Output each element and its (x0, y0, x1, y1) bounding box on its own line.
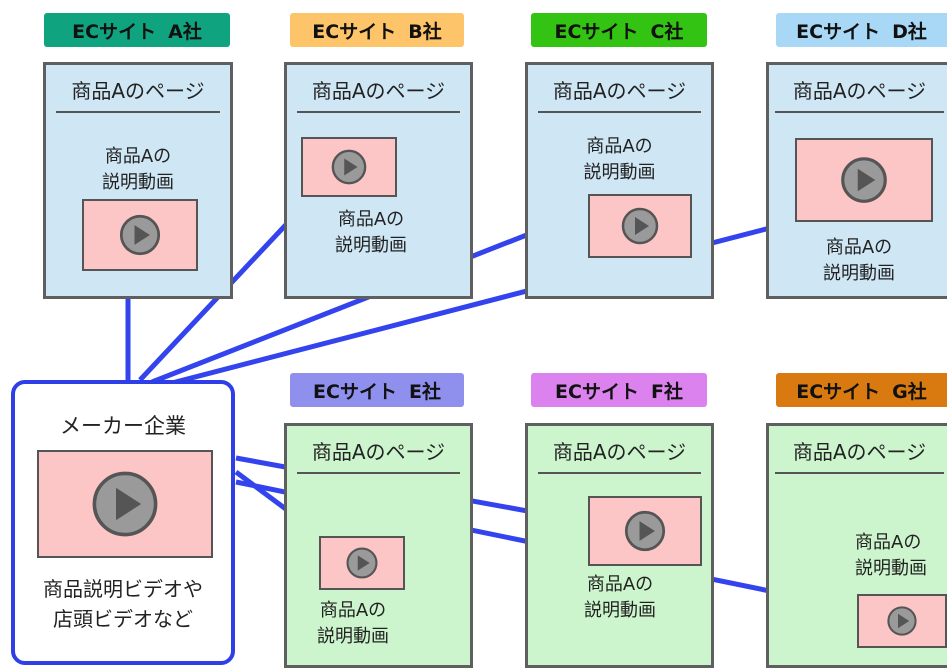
site-tag-b-name: ECサイト (312, 20, 397, 43)
play-icon (346, 547, 378, 579)
product-page-title: 商品Aのページ (538, 436, 701, 474)
site-panel-b: 商品Aのページ 商品Aの説明動画 (284, 62, 473, 299)
site-tag-f-company: F社 (650, 380, 683, 403)
site-tag-e-name: ECサイト (313, 380, 397, 403)
play-icon (841, 157, 887, 203)
video-thumbnail[interactable] (857, 594, 947, 648)
maker-company-box: メーカー企業 商品説明ビデオや 店頭ビデオなど (11, 380, 235, 665)
play-icon (621, 207, 659, 245)
maker-video[interactable] (37, 450, 213, 558)
maker-desc-line2: 店頭ビデオなど (53, 607, 193, 631)
site-panel-d: 商品Aのページ 商品Aの説明動画 (766, 62, 947, 299)
site-tag-e-company: E社 (408, 380, 441, 403)
video-label: 商品Aの説明動画 (855, 532, 927, 579)
site-tag-g-name: ECサイト (796, 380, 881, 403)
video-label: 商品Aの説明動画 (102, 146, 174, 193)
maker-description: 商品説明ビデオや 店頭ビデオなど (15, 574, 231, 634)
product-page-title: 商品Aのページ (538, 75, 701, 113)
video-label: 商品Aの説明動画 (583, 136, 656, 183)
play-icon (887, 606, 917, 636)
site-tag-a-name: ECサイト (72, 20, 157, 43)
play-icon (331, 149, 367, 185)
play-icon (624, 510, 666, 552)
site-panel-c: 商品Aのページ 商品Aの説明動画 (525, 62, 714, 299)
video-thumbnail[interactable] (795, 138, 933, 222)
site-tag-e: ECサイト E社 (290, 373, 464, 407)
site-tag-c-company: C社 (650, 20, 684, 43)
site-tag-f-name: ECサイト (555, 380, 639, 403)
site-panel-e: 商品Aのページ 商品Aの説明動画 (284, 423, 473, 668)
video-thumbnail[interactable] (319, 536, 405, 590)
site-tag-c: ECサイト C社 (531, 13, 707, 47)
site-panel-g: 商品Aのページ 商品Aの説明動画 (766, 423, 947, 668)
site-tag-f: ECサイト F社 (531, 373, 707, 407)
site-panel-f: 商品Aのページ 商品Aの説明動画 (525, 423, 714, 668)
site-tag-d: ECサイト D社 (776, 13, 947, 47)
site-tag-d-company: D社 (892, 20, 927, 43)
product-page-title: 商品Aのページ (297, 75, 460, 113)
site-tag-b: ECサイト B社 (290, 13, 464, 47)
video-label: 商品Aの説明動画 (317, 600, 389, 647)
maker-desc-line1: 商品説明ビデオや (43, 577, 203, 601)
site-tag-c-name: ECサイト (554, 20, 639, 43)
site-tag-a: ECサイト A社 (44, 13, 230, 47)
video-label: 商品Aの説明動画 (823, 237, 895, 284)
site-tag-a-company: A社 (168, 20, 202, 43)
site-tag-g: ECサイト G社 (776, 373, 947, 407)
product-page-title: 商品Aのページ (775, 436, 944, 474)
video-thumbnail[interactable] (588, 496, 702, 566)
video-label: 商品Aの説明動画 (335, 209, 407, 256)
site-tag-d-name: ECサイト (796, 20, 881, 43)
site-panel-a: 商品Aのページ 商品Aの説明動画 (43, 62, 233, 299)
maker-title: メーカー企業 (60, 414, 186, 438)
video-thumbnail[interactable] (588, 194, 692, 258)
site-tag-b-company: B社 (408, 20, 442, 43)
video-thumbnail[interactable] (301, 137, 397, 197)
product-page-title: 商品Aのページ (297, 436, 460, 474)
video-thumbnail[interactable] (82, 199, 198, 271)
play-icon (119, 214, 161, 256)
site-tag-g-company: G社 (892, 380, 927, 403)
product-page-title: 商品Aのページ (775, 75, 944, 113)
play-icon (92, 471, 158, 537)
video-label: 商品Aの説明動画 (584, 574, 656, 621)
product-page-title: 商品Aのページ (56, 75, 220, 113)
